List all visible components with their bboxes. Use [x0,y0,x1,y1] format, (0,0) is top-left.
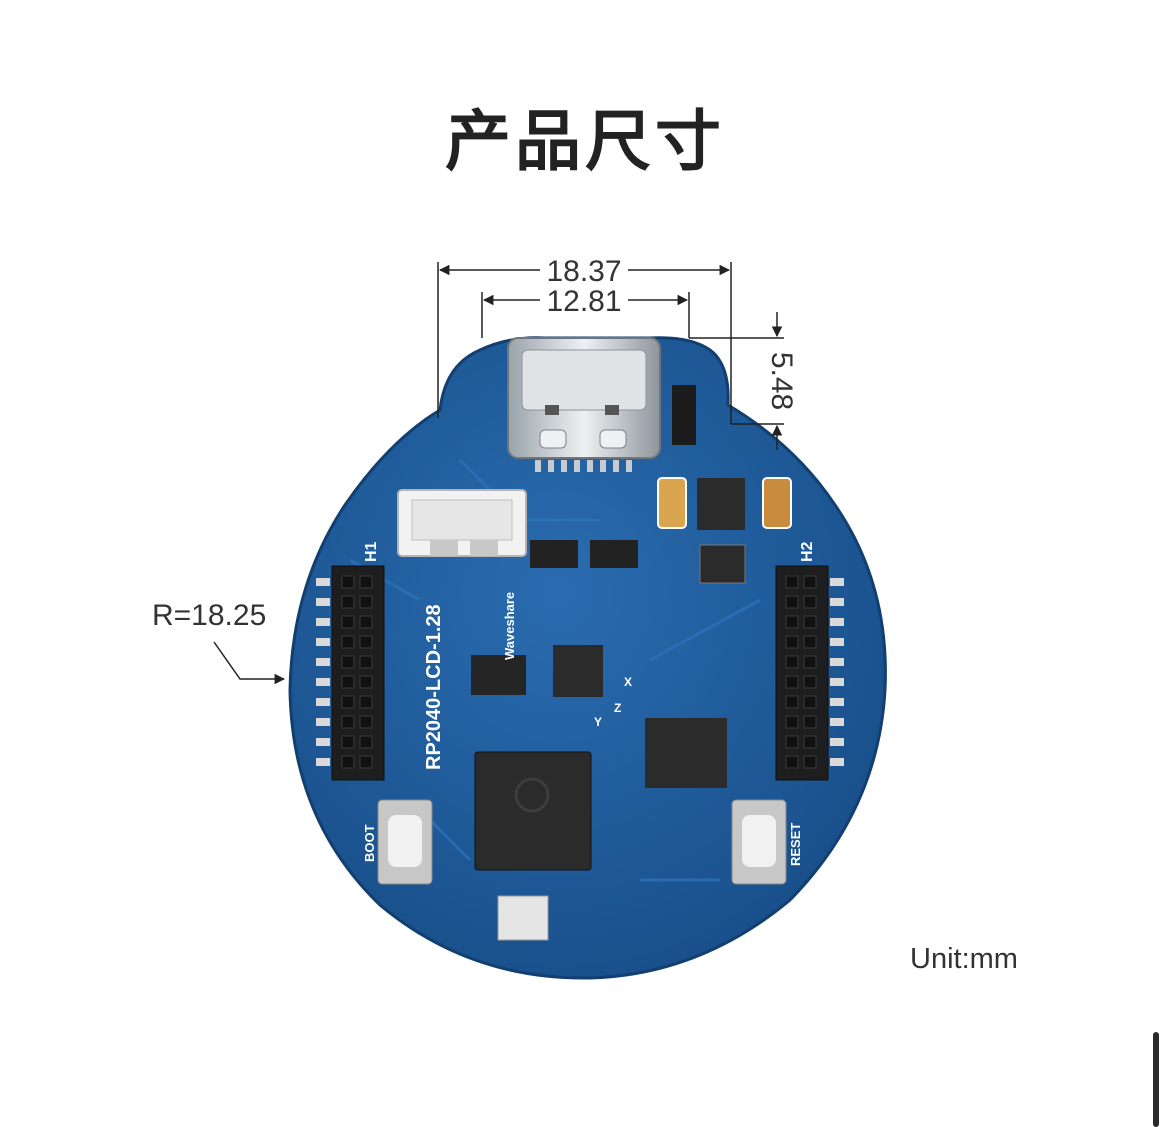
header-pin [341,735,355,749]
connector-width-value: 12.81 [546,285,621,318]
chip-components [471,385,792,941]
header-pin [359,655,373,669]
reset-label: RESET [788,823,803,866]
solder-pad [316,718,330,726]
solder-pad [316,638,330,646]
solder-pad [316,598,330,606]
solder-pad [830,578,844,586]
rp2040-chip [474,751,592,871]
header-h1 [316,565,385,781]
header-pin [785,595,799,609]
header-pin [785,575,799,589]
header-pin [359,635,373,649]
solder-pad [316,758,330,766]
header-pin [341,755,355,769]
header-pin [803,595,817,609]
reset-button [731,799,787,885]
board-model-label: RP2040-LCD-1.28 [423,604,445,770]
vertical-scrollbar[interactable] [1153,1032,1159,1127]
solder-pad [830,638,844,646]
header-h1-label: H1 [363,541,380,562]
header-pin [359,755,373,769]
header-pin [785,635,799,649]
header-pin [359,695,373,709]
header-pin [341,655,355,669]
header-pin [341,695,355,709]
solder-pad [316,618,330,626]
header-pin [803,675,817,689]
header-pin [785,675,799,689]
radius-value: R=18.25 [152,599,266,632]
solder-pad [830,698,844,706]
header-pin [785,615,799,629]
header-pin [803,715,817,729]
header-pin [359,735,373,749]
solder-pad [830,718,844,726]
dimension-connector-width: 12.81 [481,285,690,338]
header-pin [803,735,817,749]
header-pin [341,615,355,629]
header-pin [785,735,799,749]
header-pin [785,655,799,669]
dimension-overall-width: 18.37 [437,255,732,424]
brand-label: Waveshare [502,592,517,660]
solder-pad [316,658,330,666]
battery-connector [397,489,527,557]
solder-pad [830,678,844,686]
solder-pad [830,758,844,766]
axis-x-label: X [624,675,632,689]
header-pin [803,695,817,709]
header-pin [803,615,817,629]
boot-button [377,799,433,885]
solder-pad [830,598,844,606]
boot-label: BOOT [362,824,377,862]
header-pin [803,635,817,649]
header-pin [803,575,817,589]
header-pin [803,655,817,669]
header-pin [341,575,355,589]
page-title: 产品尺寸 [445,103,725,180]
solder-pad [830,618,844,626]
header-pin [359,675,373,689]
solder-pad [830,738,844,746]
header-pin [803,755,817,769]
header-pin [341,595,355,609]
header-pin [359,715,373,729]
header-pin [785,695,799,709]
solder-pad [316,678,330,686]
solder-pad [316,698,330,706]
header-h2 [775,565,844,781]
solder-pad [316,738,330,746]
usb-c-connector [507,337,661,472]
header-pin [359,595,373,609]
connector-height-value: 5.48 [765,352,798,410]
header-pin [785,715,799,729]
header-pin [341,675,355,689]
solder-pad [316,578,330,586]
header-pin [341,715,355,729]
axis-y-label: Y [594,715,602,729]
dimension-connector-height: 5.48 [689,312,798,450]
header-pin [341,635,355,649]
solder-pad [830,658,844,666]
header-pin [785,755,799,769]
header-pin [359,615,373,629]
header-h2-label: H2 [799,541,816,562]
unit-label: Unit:mm [910,943,1018,975]
axis-z-label: Z [614,701,621,715]
overall-width-value: 18.37 [546,255,621,288]
header-pin [359,575,373,589]
dimension-radius: R=18.25 [152,599,286,685]
